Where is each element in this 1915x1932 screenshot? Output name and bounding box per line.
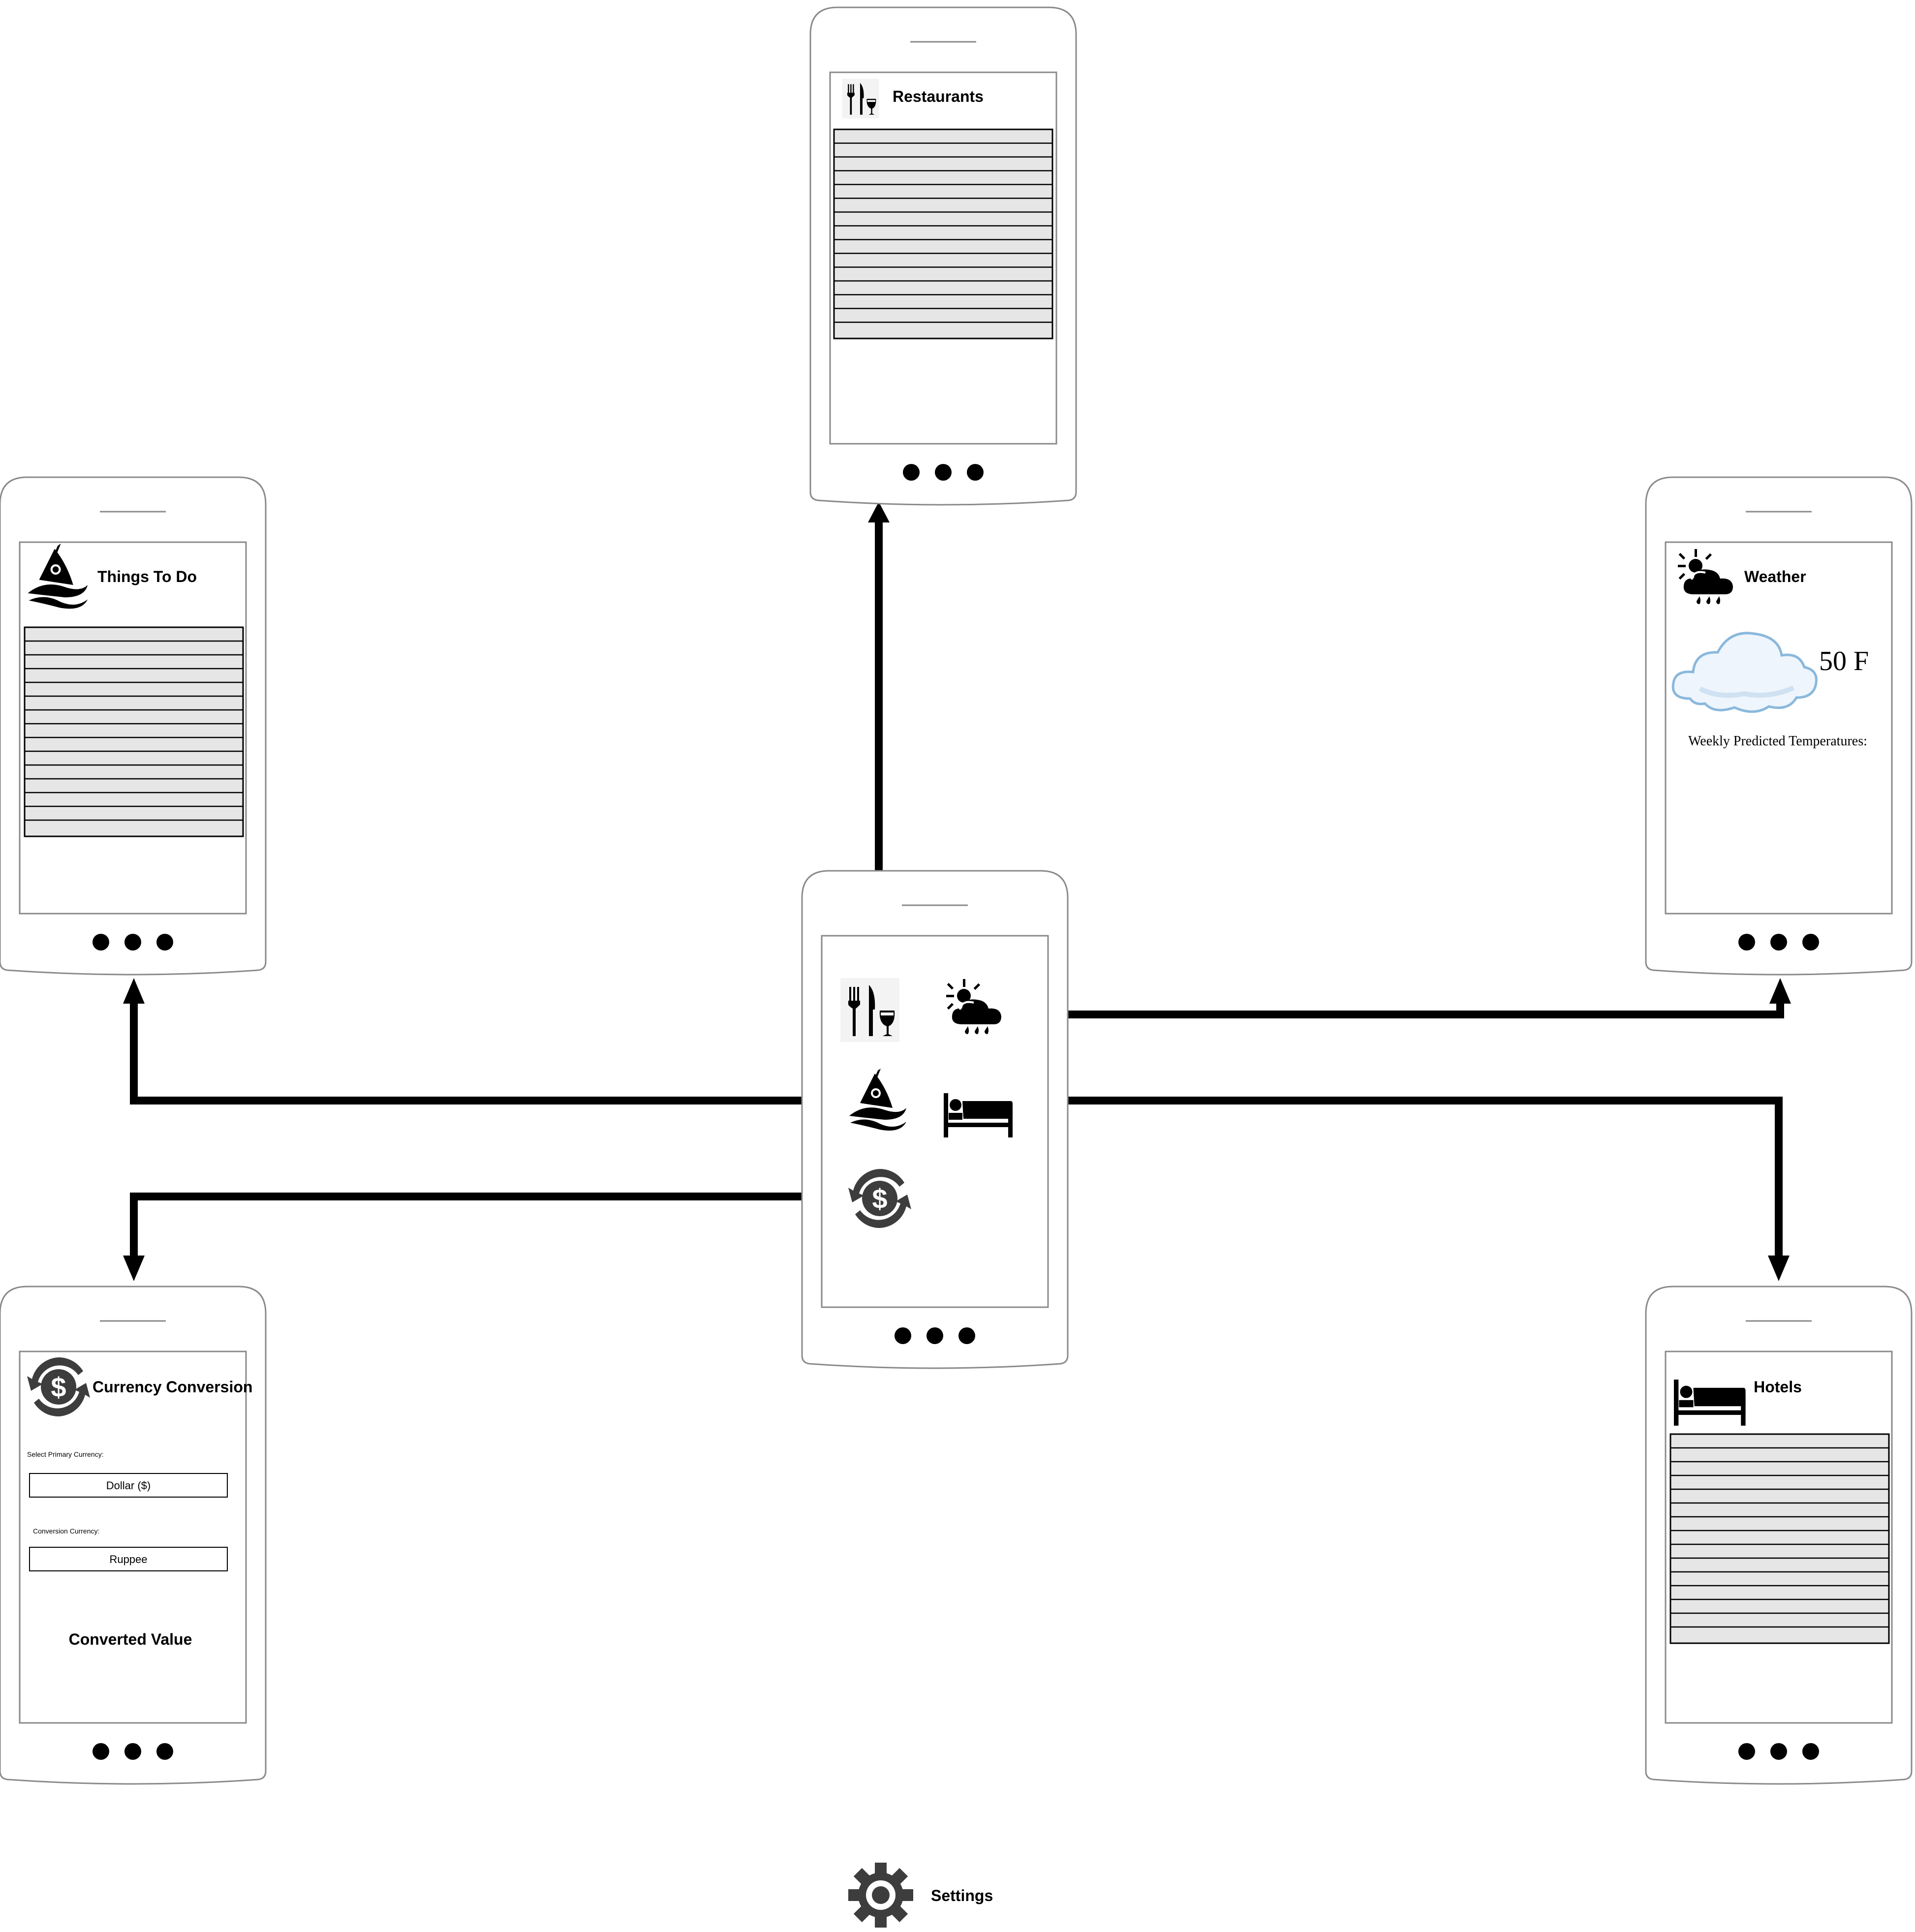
screen-title: Hotels	[1754, 1378, 1802, 1396]
hotels-screen-phone: Hotels	[1645, 1286, 1913, 1785]
current-temperature: 50 F	[1819, 646, 1869, 676]
screen-title: Currency Conversion	[93, 1378, 252, 1396]
conversion-currency-label: Conversion Currency:	[33, 1527, 99, 1535]
converted-value-label: Converted Value	[69, 1630, 192, 1648]
restaurant-icon	[842, 79, 879, 119]
weather-screen-phone: Weather 50 F Weekly Predicted Temperatur…	[1645, 476, 1913, 976]
things-to-do-screen-phone: Things To Do	[0, 476, 267, 976]
arrow-to-weather	[1013, 1004, 1784, 1018]
gear-icon	[848, 1863, 913, 1928]
settings-label: Settings	[931, 1887, 993, 1904]
arrow-heads	[123, 502, 1791, 1281]
currency-screen-phone: Currency Conversion Select Primary Curre…	[0, 1286, 267, 1785]
conversion-currency-value: Ruppee	[109, 1553, 147, 1565]
restaurants-button[interactable]	[840, 978, 899, 1042]
restaurants-screen-phone: Restaurants	[809, 6, 1077, 506]
restaurant-list[interactable]	[833, 128, 1053, 339]
things-to-do-list[interactable]	[24, 626, 244, 837]
primary-currency-value: Dollar ($)	[106, 1479, 151, 1492]
conversion-currency-select[interactable]	[29, 1547, 228, 1571]
primary-currency-select[interactable]	[29, 1473, 228, 1498]
home-screen-phone	[801, 870, 1069, 1369]
connector-arrows	[130, 521, 1784, 1257]
weekly-forecast-label: Weekly Predicted Temperatures:	[1688, 734, 1867, 749]
screen-title: Restaurants	[893, 88, 984, 105]
hotel-list[interactable]	[1669, 1433, 1890, 1644]
settings-button[interactable]	[848, 1863, 913, 1928]
screen-title: Things To Do	[97, 568, 197, 585]
restaurant-icon	[840, 978, 899, 1042]
screen-title: Weather	[1744, 568, 1806, 585]
arrow-to-hotels	[1013, 1097, 1783, 1257]
arrow-to-currency	[130, 1193, 851, 1257]
primary-currency-label: Select Primary Currency:	[27, 1450, 104, 1458]
arrow-to-things-to-do	[130, 1004, 847, 1104]
